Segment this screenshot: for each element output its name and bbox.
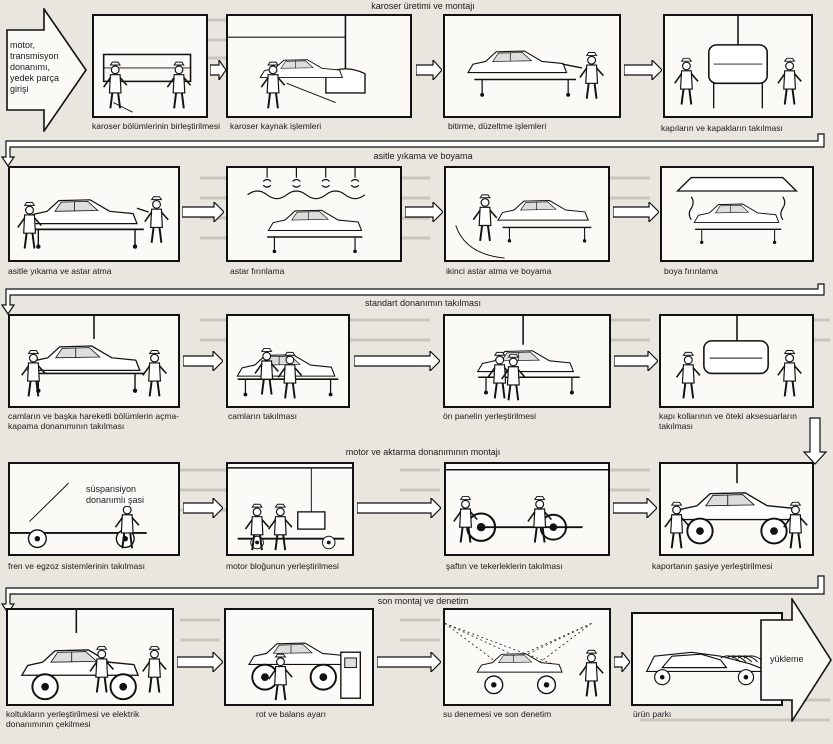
step-caption-acid-wash: asitle yıkama ve astar atma — [8, 266, 112, 276]
step-caption-primer-oven: astar fırınlama — [230, 266, 285, 276]
step-caption-water-test: su denemesi ve son denetim — [443, 709, 552, 719]
flow-arrow — [182, 202, 224, 222]
step-caption-product-park: ürün parkı — [633, 709, 672, 719]
flow-arrow — [624, 60, 662, 80]
flow-arrow — [416, 60, 442, 80]
step-caption-body-assembly: karoser bölümlerinin birleştirilmesi — [92, 121, 221, 131]
flow-arrow — [613, 498, 657, 518]
step-caption-brakes: fren ve egzoz sistemlerinin takılması — [8, 561, 145, 571]
step-caption-mechanisms: camların ve başka hareketli bölümlerin a… — [8, 411, 180, 431]
step-panel-alignment — [224, 608, 374, 706]
step-panel-water-test — [443, 608, 611, 706]
step-panel-brakes: süspansiyon donanımlı şasi — [8, 462, 180, 556]
flow-arrow — [183, 498, 223, 518]
section-title-body: karoser üretimi ve montajı — [368, 1, 478, 11]
step-caption-paint-oven: boya fırınlama — [664, 266, 718, 276]
flow-arrow — [613, 202, 659, 222]
step-panel-paint-oven — [660, 166, 814, 262]
step-caption-body-welding: karoser kaynak işlemleri — [230, 121, 322, 131]
step-caption-front-panel: ön panelin yerleştirilmesi — [443, 411, 537, 421]
step-panel-glass — [226, 314, 350, 408]
chassis-label: süspansiyon donanımlı şasi — [86, 484, 156, 506]
step-panel-finishing — [443, 14, 621, 118]
section-title-engine: motor ve aktarma donanımının montajı — [342, 447, 504, 457]
flow-arrow — [210, 60, 226, 80]
flow-arrow — [377, 652, 441, 672]
step-caption-second-coat: ikinci astar atma ve boyama — [446, 266, 552, 276]
entry-arrow: motor, transmisyon donanımı, yedek parça… — [6, 8, 88, 132]
section-title-paint: asitle yıkama ve boyama — [370, 151, 476, 161]
step-panel-acid-wash — [8, 166, 180, 262]
section-title-standard-equipment: standart donanımın takılması — [361, 298, 485, 308]
step-panel-primer-oven — [226, 166, 402, 262]
step-panel-handles — [659, 314, 814, 408]
section-title-final-assembly: son montaj ve denetim — [374, 596, 472, 606]
flow-arrow — [177, 652, 223, 672]
step-caption-body-on-chassis: kaportanın şasiye yerleştirilmesi — [652, 561, 773, 571]
exit-label: yükleme — [770, 654, 804, 664]
step-caption-doors: kapıların ve kapakların takılması — [661, 123, 783, 133]
flow-arrow — [614, 652, 630, 672]
step-panel-shaft-wheels — [444, 462, 610, 556]
step-panel-doors — [663, 14, 813, 118]
step-panel-body-on-chassis — [659, 462, 814, 556]
step-panel-engine-block — [226, 462, 354, 556]
step-caption-alignment: rot ve balans ayarı — [256, 709, 326, 719]
step-panel-body-assembly — [92, 14, 208, 118]
entry-label: motor, transmisyon donanımı, yedek parça… — [10, 40, 60, 94]
exit-arrow: yükleme — [760, 598, 832, 722]
flow-arrow — [614, 351, 658, 371]
step-panel-seats-wiring — [6, 608, 174, 706]
step-caption-seats-wiring: koltukların yerleştirilmesi ve elektrik … — [6, 709, 140, 729]
flow-arrow — [183, 351, 223, 371]
step-caption-glass: camların takılması — [228, 411, 297, 421]
flow-arrow — [357, 498, 441, 518]
step-panel-second-coat — [444, 166, 610, 262]
flow-arrow — [354, 351, 440, 371]
step-panel-body-welding — [226, 14, 412, 118]
step-panel-front-panel — [443, 314, 611, 408]
step-caption-finishing: bitirme, düzeltme işlemleri — [448, 121, 547, 131]
flow-arrow — [405, 202, 443, 222]
step-caption-engine-block: motor bloğunun yerleştirilmesi — [226, 561, 339, 571]
step-caption-shaft-wheels: şaftın ve tekerleklerin takılması — [446, 561, 563, 571]
step-panel-mechanisms — [8, 314, 180, 408]
step-caption-handles: kapı kollarının ve öteki aksesuarların t… — [659, 411, 797, 431]
